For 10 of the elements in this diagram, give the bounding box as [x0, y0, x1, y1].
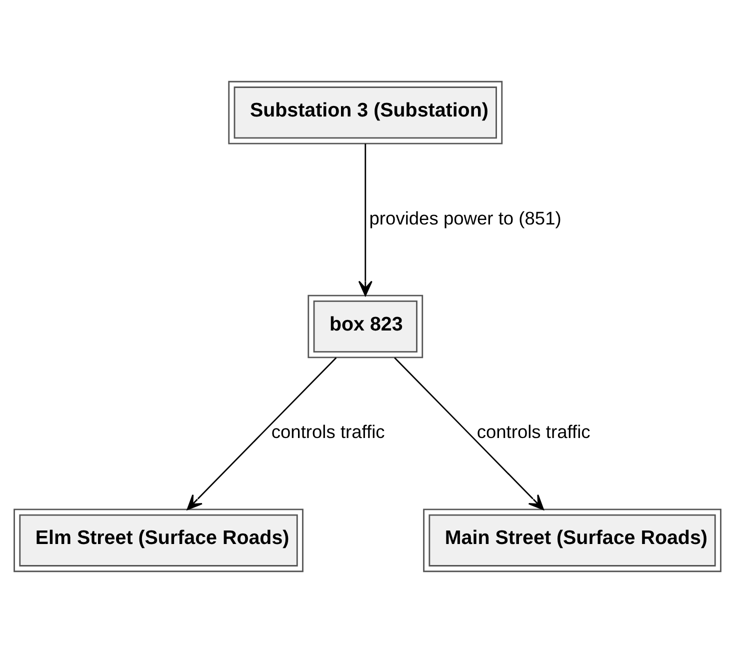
node-box: Substation 3 (Substation)	[228, 80, 503, 144]
arrow	[358, 143, 372, 296]
node-box: box 823	[308, 294, 424, 358]
arrow	[394, 356, 544, 510]
edge-label: provides power to (851)	[369, 206, 562, 228]
edge-label: controls traffic	[271, 420, 385, 442]
edge-label: controls traffic	[476, 420, 590, 442]
arrow	[186, 356, 337, 510]
node-box: Main Street (Surface Roads)	[423, 508, 722, 572]
node-box: Elm Street (Surface Roads)	[14, 508, 304, 572]
